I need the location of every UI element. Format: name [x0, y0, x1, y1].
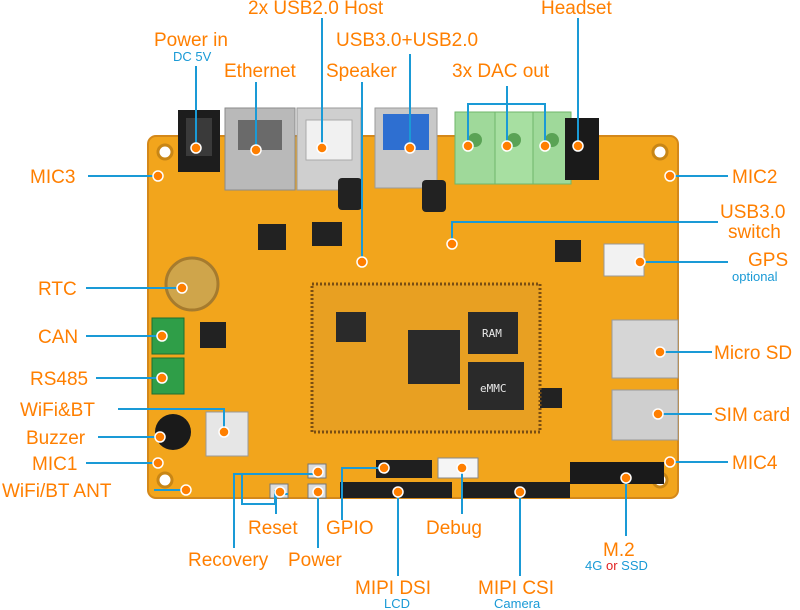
label-micro-sd: Micro SD	[714, 343, 792, 364]
label-sim-card: SIM card	[714, 405, 790, 426]
label-mipi-csi: MIPI CSI	[478, 578, 554, 599]
electrolytic-cap-2	[338, 178, 362, 210]
label-rtc: RTC	[38, 279, 77, 300]
label-m2-sub: 4G or SSD	[585, 558, 648, 573]
ic-chip-c	[200, 322, 226, 348]
rtc-battery	[164, 256, 220, 312]
label-mipi-csi-sub: Camera	[494, 596, 541, 610]
soc-chip	[408, 330, 460, 384]
label-ethernet: Ethernet	[224, 61, 297, 82]
label-usb3-switch-2: switch	[728, 222, 781, 243]
label-dac-out: 3x DAC out	[452, 61, 550, 82]
label-usb3-usb2: USB3.0+USB2.0	[336, 30, 478, 51]
label-mic4: MIC4	[732, 453, 778, 474]
label-gps: GPS	[748, 250, 788, 271]
label-rs485: RS485	[30, 369, 88, 390]
label-can: CAN	[38, 327, 78, 348]
label-power-in: Power in	[154, 30, 228, 51]
microsd-slot	[611, 319, 679, 379]
ram-chip-label: RAM	[482, 327, 502, 340]
emmc-chip	[468, 362, 524, 410]
ram-chip	[468, 312, 518, 354]
label-mic3: MIC3	[30, 167, 75, 188]
label-headset: Headset	[541, 0, 612, 19]
label-mic1: MIC1	[32, 454, 77, 475]
label-debug: Debug	[426, 518, 482, 539]
electrolytic-cap-1	[422, 180, 446, 212]
label-m2-sub-4g: 4G	[585, 558, 602, 573]
marker-dots	[152, 140, 676, 498]
ic-chip-d	[555, 240, 581, 262]
label-m2-sub-or: or	[606, 558, 618, 573]
m2-slot	[570, 462, 664, 484]
label-wifi-bt-ant: WiFi/BT ANT	[2, 481, 112, 502]
label-wifi-bt: WiFi&BT	[20, 400, 95, 421]
label-gpio: GPIO	[326, 518, 374, 539]
label-mipi-dsi: MIPI DSI	[355, 578, 431, 599]
label-usb3-switch-1: USB3.0	[720, 202, 785, 223]
power-jack	[178, 110, 220, 172]
emmc-chip-label: eMMC	[480, 382, 507, 395]
ic-chip-b	[312, 222, 342, 246]
gpio-header	[376, 460, 432, 478]
label-power: Power	[288, 550, 343, 571]
pmic-chip	[336, 312, 366, 342]
ic-chip-a	[258, 224, 286, 250]
audio-jacks	[454, 111, 572, 185]
label-mipi-dsi-sub: LCD	[384, 596, 410, 610]
label-gps-sub: optional	[732, 269, 778, 284]
ethernet-port	[224, 107, 296, 191]
label-reset: Reset	[248, 518, 298, 539]
label-m2-sub-ssd: SSD	[621, 558, 648, 573]
leader-lines	[86, 18, 728, 576]
label-power-in-sub: DC 5V	[173, 49, 212, 64]
label-mic2: MIC2	[732, 167, 777, 188]
label-speaker: Speaker	[326, 61, 397, 82]
ic-chip-e	[540, 388, 562, 408]
label-buzzer: Buzzer	[26, 428, 86, 449]
usb2-port	[296, 107, 362, 191]
label-m2: M.2	[603, 540, 635, 561]
label-recovery: Recovery	[188, 550, 269, 571]
label-usb2-host: 2x USB2.0 Host	[248, 0, 384, 19]
